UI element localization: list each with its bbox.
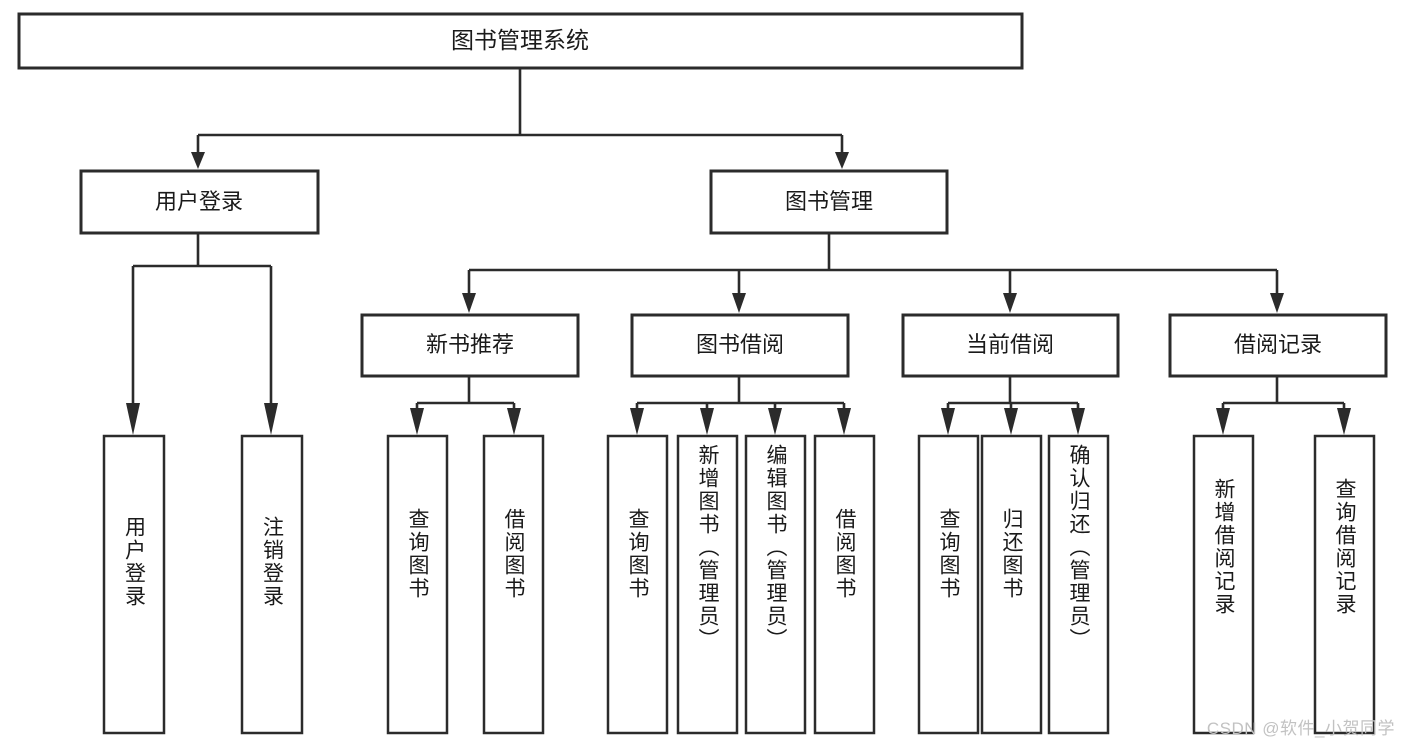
node-current-borrow[interactable]: 当前借阅 [901,313,1120,378]
node-book-management-label: 图书管理 [785,189,873,214]
node-borrow-record[interactable]: 借阅记录 [1168,313,1388,378]
node-book-borrow[interactable]: 图书借阅 [630,313,850,378]
leaf-box-user-login-0[interactable] [102,434,166,735]
leaf-box-current-borrow-1[interactable] [980,434,1043,735]
leaf-box-borrow-record-0[interactable] [1192,434,1255,735]
leaf-box-book-borrow-0[interactable] [606,434,669,735]
node-borrow-record-label: 借阅记录 [1234,332,1322,357]
connectors-newbook-to-leaves [410,376,521,435]
connectors-currentborrow-to-leaves [941,376,1085,435]
leaf-box-current-borrow-0[interactable] [917,434,980,735]
node-new-book-recommend[interactable]: 新书推荐 [360,313,580,378]
connectors-userlogin-to-leaves [126,233,278,435]
leaf-box-borrow-record-1[interactable] [1313,434,1376,735]
connectors-bookmgmt-to-level3 [462,233,1284,313]
leaf-box-new-book-0[interactable] [386,434,449,735]
csdn-watermark: CSDN @软件_小贺同学 [1206,719,1395,738]
node-root-label: 图书管理系统 [451,27,589,53]
node-book-management[interactable]: 图书管理 [709,169,949,235]
node-new-book-recommend-label: 新书推荐 [426,332,514,357]
leaf-box-book-borrow-3[interactable] [813,434,876,735]
leaf-box-book-borrow-2[interactable] [744,434,807,735]
leaf-rects-borrow-record [1192,434,1376,735]
connectors-borrowrecord-to-leaves [1216,376,1351,435]
node-user-login[interactable]: 用户登录 [79,169,320,235]
connectors-root-to-level2 [191,68,849,169]
node-root[interactable]: 图书管理系统 [17,12,1024,70]
connectors-bookborrow-to-leaves [630,376,851,435]
node-user-login-label: 用户登录 [155,189,243,214]
leaf-box-user-login-1[interactable] [240,434,304,735]
leaf-rects-current-borrow [917,434,1110,735]
leaf-box-book-borrow-1[interactable] [676,434,739,735]
leaf-rects-book-borrow [606,434,876,735]
node-current-borrow-label: 当前借阅 [966,332,1054,357]
leaf-box-current-borrow-2[interactable] [1047,434,1110,735]
leaf-rects-new-book-recommend [386,434,545,735]
leaf-box-new-book-1[interactable] [482,434,545,735]
leaf-rects-user-login [102,434,304,735]
node-book-borrow-label: 图书借阅 [696,332,784,357]
